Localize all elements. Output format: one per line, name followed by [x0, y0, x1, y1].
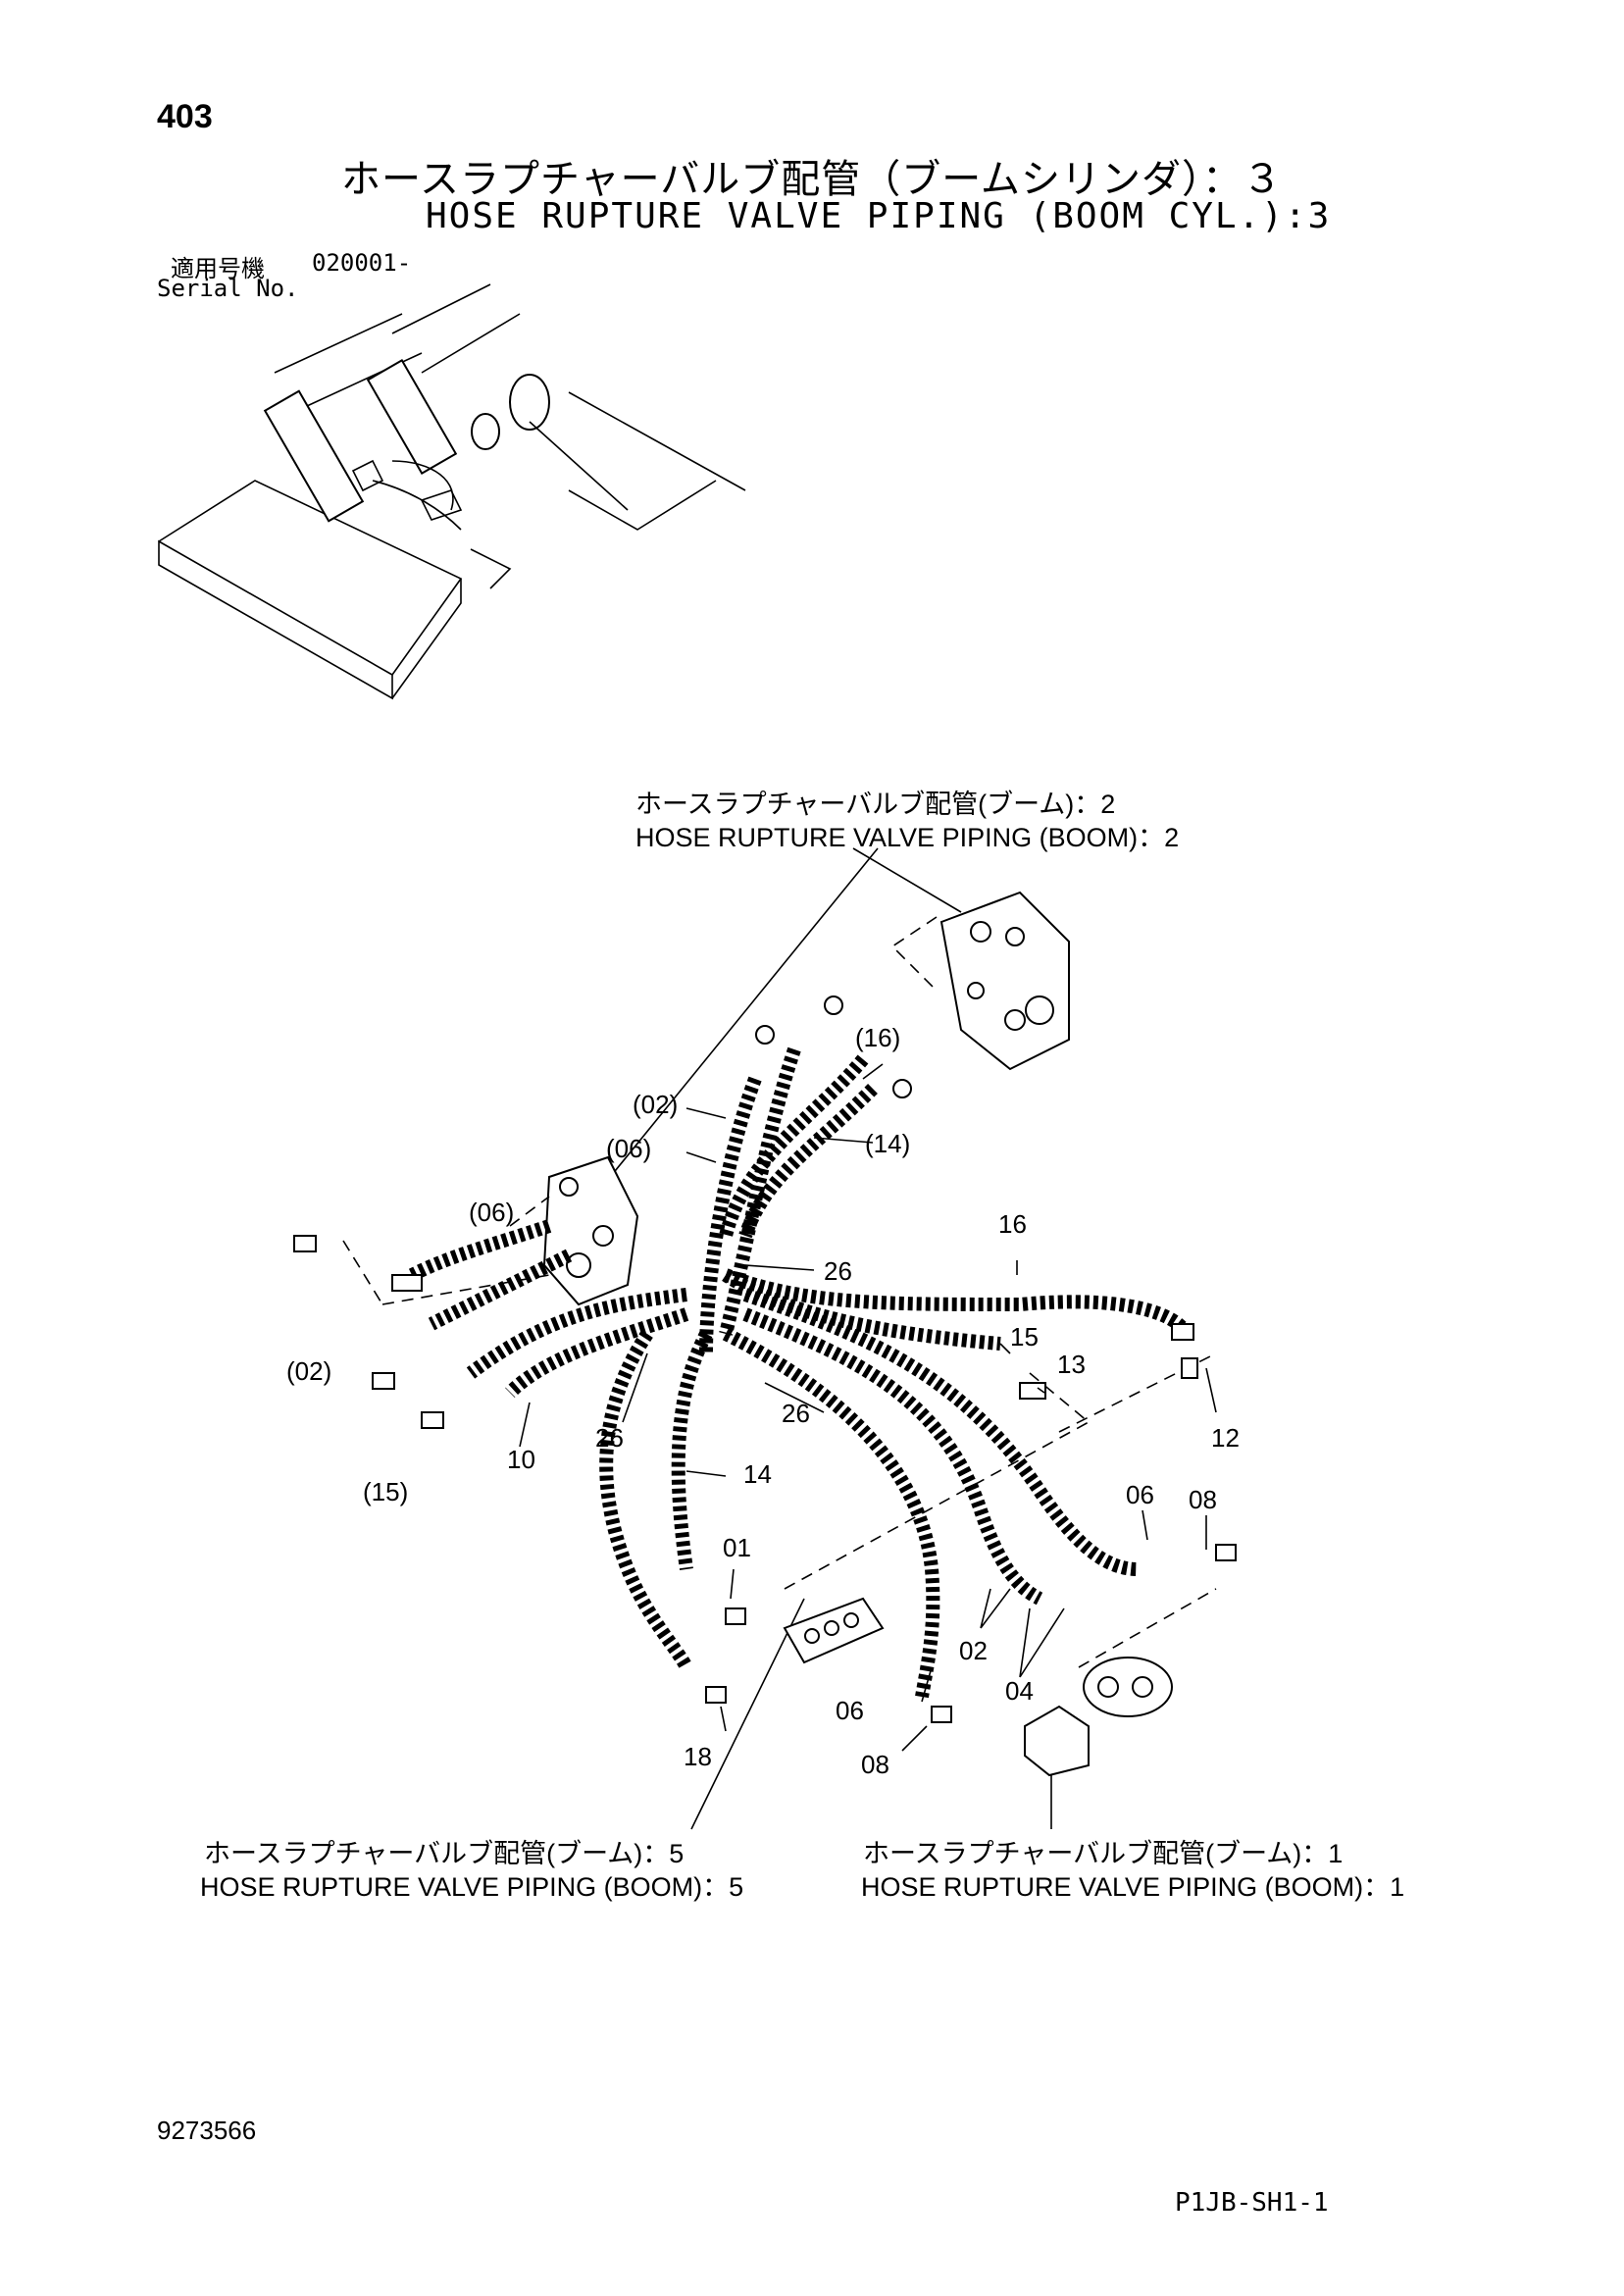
callout-06p-top: (06) — [606, 1134, 651, 1163]
callout-02: 02 — [959, 1636, 988, 1665]
callout-16p: (16) — [855, 1023, 900, 1052]
lower-right-valve — [1024, 1657, 1173, 1777]
serial-value: 020001- — [312, 249, 412, 277]
callout-06-bottom: 06 — [836, 1696, 864, 1725]
callout-10: 10 — [507, 1445, 535, 1474]
callout-26-right: 26 — [782, 1399, 810, 1428]
xref-2-jp: ホースラプチャーバルブ配管(ブーム)：2 — [635, 790, 1116, 819]
callout-12: 12 — [1211, 1423, 1240, 1453]
hose-bundle — [408, 1046, 1193, 1699]
sheet-code: P1JB-SH1-1 — [1175, 2188, 1329, 2218]
xref-5-jp: ホースラプチャーバルブ配管(ブーム)：5 — [204, 1839, 685, 1868]
title-english: HOSE RUPTURE VALVE PIPING (BOOM CYL.):3 — [426, 196, 1332, 236]
xref-1-en: HOSE RUPTURE VALVE PIPING (BOOM)：1 — [861, 1872, 1405, 1902]
callout-08-right: 08 — [1189, 1485, 1217, 1514]
callout-02p-left: (02) — [286, 1356, 331, 1386]
xref-5-en: HOSE RUPTURE VALVE PIPING (BOOM)：5 — [200, 1872, 744, 1902]
left-valve-block — [542, 1155, 639, 1306]
callout-13: 13 — [1057, 1350, 1086, 1379]
xref-2-en: HOSE RUPTURE VALVE PIPING (BOOM)：2 — [635, 823, 1180, 852]
serial-label-english: Serial No. — [157, 275, 299, 302]
callout-08-bottom: 08 — [861, 1750, 889, 1779]
upper-valve-block — [939, 891, 1070, 1071]
callout-26-left: 26 — [595, 1423, 624, 1453]
callout-14: 14 — [743, 1459, 772, 1489]
xref-1-jp: ホースラプチャーバルブ配管(ブーム)：1 — [863, 1839, 1344, 1868]
callout-15: 15 — [1010, 1322, 1039, 1352]
callout-14p: (14) — [865, 1129, 910, 1158]
callout-26-mid: 26 — [824, 1256, 852, 1286]
callout-15p: (15) — [363, 1477, 408, 1506]
callout-06-right: 06 — [1126, 1480, 1154, 1509]
callout-01: 01 — [723, 1533, 751, 1562]
title-japanese: ホースラプチャーバルブ配管（ブームシリンダ）：３ — [341, 158, 1283, 201]
callout-06p-left: (06) — [469, 1198, 514, 1227]
document-number: 9273566 — [157, 2116, 257, 2145]
callout-04: 04 — [1005, 1676, 1034, 1706]
callout-16: 16 — [998, 1209, 1027, 1239]
callout-02p-top: (02) — [633, 1090, 678, 1119]
callout-18: 18 — [684, 1742, 712, 1771]
page-number: 403 — [157, 98, 213, 135]
manifold-block — [783, 1597, 885, 1664]
fittings — [293, 995, 1237, 1723]
serial-label-japanese: 適用号機 — [171, 255, 265, 282]
